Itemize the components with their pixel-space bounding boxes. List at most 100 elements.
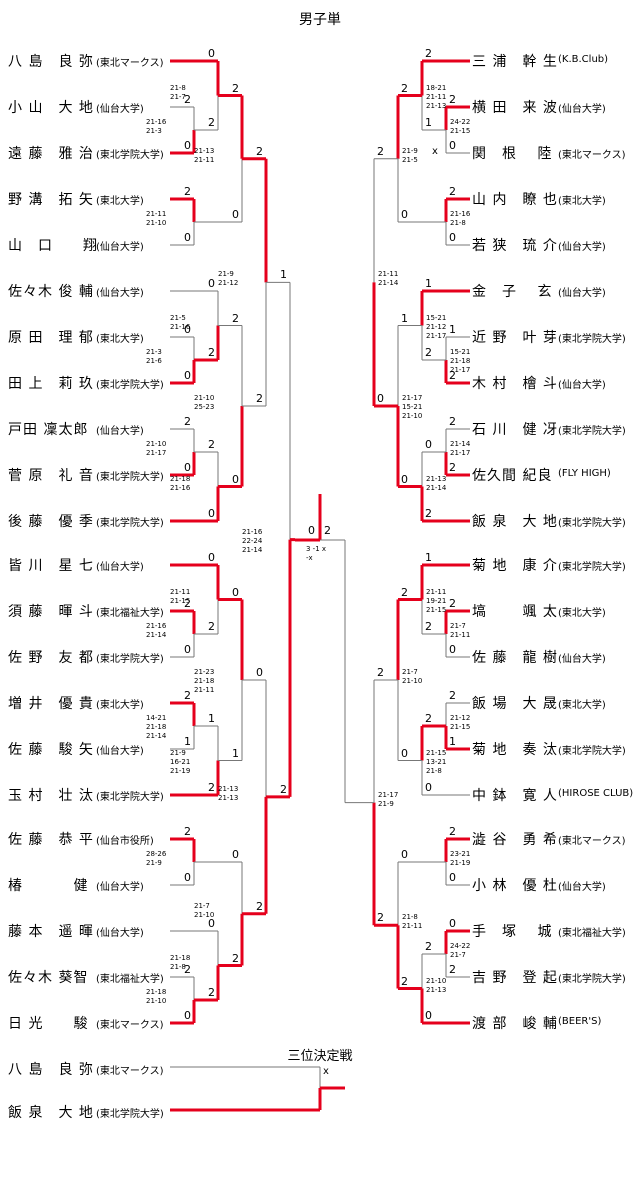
player-affiliation: (仙台大学) (558, 882, 606, 893)
player-name: 佐 野 友 都 (8, 650, 94, 666)
game-scores: 21-17 21-9 (378, 790, 399, 808)
player-affiliation: (東北大学) (558, 196, 606, 207)
player-affiliation: (東北大学) (558, 608, 606, 619)
match-score: 2 (256, 899, 263, 913)
player-affiliation: (東北マークス) (558, 836, 626, 847)
player-name: 関 根 陸 (472, 146, 553, 162)
game-scores: 28-26 21-9 (146, 850, 167, 867)
player-name: 日 光 駿 (8, 1016, 89, 1032)
player-name: 遠 藤 雅 治 (8, 146, 94, 162)
player-name: 吉 野 登 起 (472, 970, 558, 986)
match-score: 2 (449, 461, 456, 474)
match-score: 1 (401, 311, 408, 325)
player-affiliation: (東北学院大学) (558, 562, 626, 573)
match-score: 2 (425, 620, 432, 633)
game-scores: 21-18 21-10 (146, 988, 167, 1005)
match-score: 1 (449, 323, 456, 336)
player-name: 椿 健 (8, 878, 89, 894)
match-score: 1 (425, 551, 432, 564)
player-affiliation: (東北学院大学) (558, 746, 626, 757)
match-score: 0 (401, 208, 408, 221)
match-score: 0 (232, 472, 239, 486)
player-name: 佐 藤 龍 樹 (472, 650, 558, 666)
match-score: 2 (425, 47, 432, 60)
match-score: 2 (449, 415, 456, 428)
game-scores: 21-13 21-13 (218, 784, 239, 802)
player-affiliation: (仙台大学) (96, 882, 144, 893)
game-scores: 21-9 21-5 (402, 146, 418, 164)
game-scores: 23-21 21-19 (450, 850, 471, 867)
player-affiliation: (東北学院大学) (558, 334, 626, 345)
match-score: 0 (184, 871, 191, 884)
game-scores: 15-21 21-18 21-17 (450, 348, 471, 374)
game-scores: 21-16 21-8 (450, 210, 471, 227)
third-place-title: 三位決定戦 (287, 1049, 353, 1064)
player-name: 藤 本 遥 暉 (8, 924, 94, 940)
match-score: 0 (184, 1009, 191, 1022)
player-name: 須 藤 暉 斗 (8, 604, 94, 620)
player-affiliation: (仙台大学) (558, 288, 606, 299)
player-name: 飯 泉 大 地 (8, 1105, 94, 1121)
match-score: 1 (425, 116, 432, 129)
player-affiliation: (HIROSE CLUB) (558, 788, 634, 799)
game-scores: 21-7 21-11 (450, 622, 471, 639)
match-score: 2 (401, 974, 408, 988)
game-scores: 21-16 21-3 (146, 118, 167, 135)
match-score: 0 (184, 139, 191, 152)
player-affiliation: (東北大学) (96, 196, 144, 207)
match-score: 2 (449, 825, 456, 838)
match-score: 2 (377, 144, 384, 158)
player-name: 中 鉢 寛 人 (472, 788, 558, 804)
match-score: 2 (425, 507, 432, 520)
player-name: 近 野 叶 芽 (472, 330, 558, 346)
match-score: 2 (280, 782, 287, 796)
game-scores: 21-13 21-11 (194, 146, 215, 164)
player-affiliation: (東北学院大学) (558, 426, 626, 437)
match-score: 2 (184, 963, 191, 976)
match-score: 0 (425, 1009, 432, 1022)
player-affiliation: (東北学院大学) (96, 518, 164, 529)
match-score: 0 (208, 551, 215, 564)
game-scores: 21-8 21-7 (170, 83, 186, 101)
game-scores: 21-16 22-24 21-14 (242, 527, 263, 554)
match-score: 2 (184, 597, 191, 610)
player-name: 八 島 良 弥 (8, 54, 94, 70)
match-score: 2 (256, 144, 263, 158)
player-name: 佐々木 葵智 (8, 970, 89, 986)
match-score: 2 (425, 346, 432, 359)
game-scores: 21-8 21-11 (402, 913, 423, 931)
player-affiliation: (東北学院大学) (558, 518, 626, 529)
player-name: 澁 谷 勇 希 (472, 832, 558, 848)
player-name: 塙 颯 太 (472, 604, 558, 620)
player-name: 木 村 檜 斗 (472, 376, 558, 392)
game-scores: 21-11 21-14 (378, 270, 399, 288)
match-score: 0 (184, 369, 191, 382)
match-score: 2 (449, 93, 456, 106)
match-score: 0 (232, 585, 239, 599)
match-score: 0 (449, 871, 456, 884)
walkover-mark: x (323, 1066, 329, 1077)
match-score: 1 (425, 277, 432, 290)
match-score: 0 (208, 47, 215, 60)
match-score: 0 (208, 917, 215, 930)
player-name: 金 子 玄 (472, 284, 553, 300)
match-score: 2 (208, 986, 215, 999)
game-scores: 21-11 21-10 (146, 210, 167, 227)
game-scores: 21-10 25-23 (194, 394, 215, 411)
player-affiliation: (東北福祉大学) (96, 974, 164, 985)
game-scores: 21-11 19-21 21-15 (426, 587, 447, 614)
player-name: 手 塚 城 (472, 924, 553, 940)
bracket-title: 男子単 (299, 12, 341, 28)
player-affiliation: (仙台大学) (96, 562, 144, 573)
match-score: 2 (184, 93, 191, 106)
game-scores: 21-23 21-18 21-11 (194, 668, 215, 694)
match-score: 0 (184, 323, 191, 336)
player-name: 増 井 優 貴 (8, 696, 94, 712)
player-name: 皆 川 星 七 (8, 558, 94, 574)
player-name: 後 藤 優 季 (8, 514, 94, 530)
player-affiliation: (東北福祉大学) (96, 608, 164, 619)
player-name: 菊 地 奏 汰 (472, 742, 558, 758)
player-affiliation: (東北福祉大学) (558, 928, 626, 939)
player-name: 佐久間 紀良 (472, 468, 553, 484)
match-score: 1 (232, 746, 239, 760)
